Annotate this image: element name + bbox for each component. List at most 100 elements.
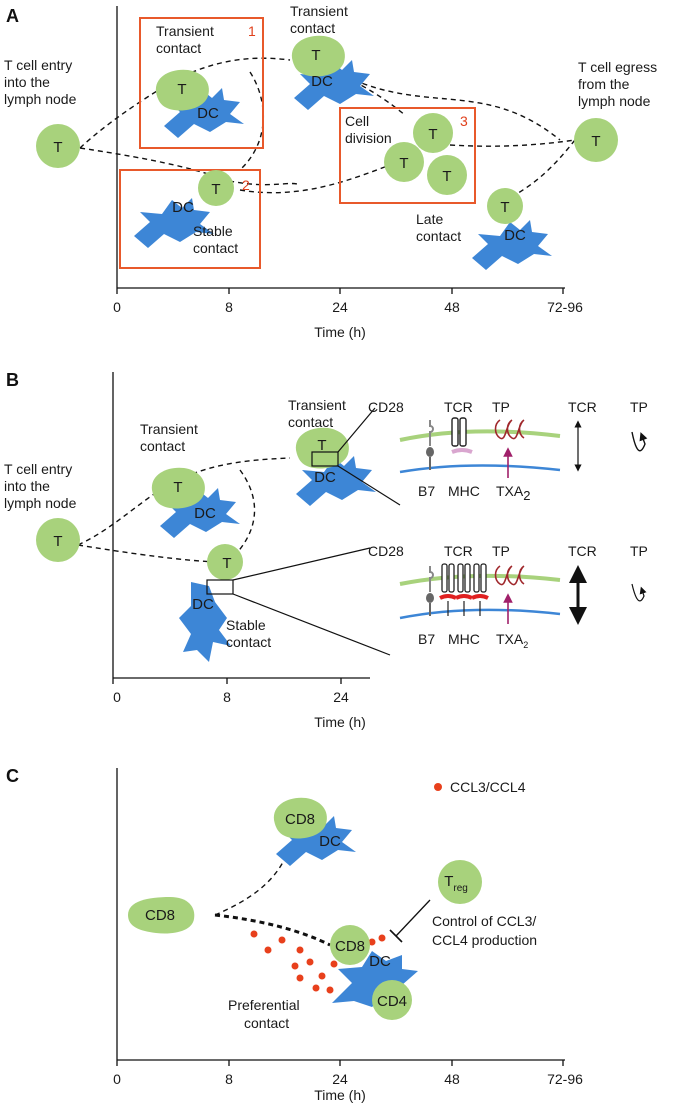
tcr-label: TCR bbox=[444, 543, 473, 559]
t-cell bbox=[427, 155, 467, 195]
t-label: T bbox=[53, 139, 62, 156]
chemokine-dots bbox=[250, 930, 386, 994]
box-2-label: Stable contact bbox=[193, 223, 238, 256]
treg-label: Treg bbox=[444, 873, 468, 894]
box-3-label: Cell division bbox=[345, 113, 392, 146]
mhc-cluster bbox=[439, 594, 489, 616]
transient-top-label: Transient contact bbox=[290, 3, 352, 36]
inhibition-line bbox=[395, 899, 431, 937]
entry-label: T cell entry into the lymph node bbox=[4, 57, 77, 107]
cd28-receptor bbox=[429, 566, 434, 592]
dc-label: DC bbox=[311, 73, 333, 90]
zoom-line bbox=[232, 593, 391, 656]
panel-a: A 0 8 24 48 72-96 Time (h) T cell entry … bbox=[4, 3, 657, 340]
tick-label: 24 bbox=[332, 299, 348, 315]
b7-ligand bbox=[426, 593, 434, 603]
zoom-box-bottom bbox=[206, 579, 234, 595]
legend-tp: TP bbox=[630, 399, 648, 415]
cd28-receptor bbox=[429, 420, 434, 446]
t-label: T bbox=[173, 479, 182, 496]
dc-label: DC bbox=[197, 105, 219, 122]
box-2-stable bbox=[119, 169, 261, 269]
t-label: T bbox=[428, 126, 437, 143]
t-label: T bbox=[591, 133, 600, 150]
dc-membrane bbox=[399, 608, 561, 620]
tick-label: 0 bbox=[113, 1071, 121, 1087]
entry-label: T cell entry into the lymph node bbox=[4, 461, 77, 511]
dc-label: DC bbox=[314, 469, 336, 486]
cd8-cell bbox=[330, 925, 370, 965]
t-cell-entry bbox=[36, 518, 80, 562]
chemokine-legend-label: CCL3/CCL4 bbox=[450, 779, 526, 795]
axis-title: Time (h) bbox=[314, 1087, 366, 1103]
dc-label: DC bbox=[194, 505, 216, 522]
cd8-label: CD8 bbox=[335, 938, 365, 955]
t-label: T bbox=[53, 533, 62, 550]
control-label: Control of CCL3/ CCL4 production bbox=[432, 913, 540, 948]
tick-label: 8 bbox=[225, 299, 233, 315]
synapse-detail-bottom: CD28 TCR TP bbox=[368, 543, 648, 650]
cd28-label: CD28 bbox=[368, 399, 404, 415]
b7-label: B7 bbox=[418, 483, 435, 499]
cd4-label: CD4 bbox=[377, 993, 407, 1010]
dc-label: DC bbox=[369, 953, 391, 970]
zoom-box-top bbox=[311, 451, 339, 467]
mhc-label: MHC bbox=[448, 483, 480, 499]
legend-tcr: TCR bbox=[568, 543, 597, 559]
path-preferential bbox=[214, 913, 331, 947]
t-cell-entry bbox=[36, 124, 80, 168]
synapse-detail-top: CD28 TCR TP B7 MHC TXA2 TCR TP bbox=[368, 399, 648, 503]
dc-membrane bbox=[399, 464, 561, 474]
box-1-transient bbox=[139, 17, 264, 149]
dc-label: DC bbox=[192, 596, 214, 613]
t-cell-membrane bbox=[399, 573, 561, 586]
mhc-molecule bbox=[451, 448, 473, 454]
tick-label: 0 bbox=[113, 689, 121, 705]
path-to-stable bbox=[79, 147, 301, 186]
box-number: 2 bbox=[242, 177, 250, 193]
path-late bbox=[514, 139, 576, 196]
dc-cell bbox=[179, 582, 231, 662]
t-cell bbox=[207, 544, 243, 580]
t-label: T bbox=[177, 81, 186, 98]
tick-label: 0 bbox=[113, 299, 121, 315]
tick-label: 72-96 bbox=[547, 1071, 583, 1087]
tick-label: 24 bbox=[332, 1071, 348, 1087]
path-loop bbox=[241, 71, 265, 169]
tp-signal-arrow-weak bbox=[631, 583, 647, 602]
panel-c-letter: C bbox=[6, 766, 19, 786]
box-number: 3 bbox=[460, 113, 468, 129]
preferential-label: Preferential contact bbox=[228, 997, 303, 1031]
t-cell bbox=[198, 170, 234, 206]
box-number: 1 bbox=[248, 23, 256, 39]
panel-b: B 0 8 24 Time (h) T cell entry into the … bbox=[4, 370, 648, 730]
legend-tcr: TCR bbox=[568, 399, 597, 415]
t-label: T bbox=[222, 555, 231, 572]
t-cell bbox=[487, 188, 523, 224]
panel-b-letter: B bbox=[6, 370, 19, 390]
path-loop bbox=[234, 469, 256, 556]
t-label: T bbox=[317, 437, 326, 454]
cd8-label: CD8 bbox=[145, 907, 175, 924]
tick-label: 48 bbox=[444, 1071, 460, 1087]
zoom-line bbox=[337, 465, 401, 506]
t-cell bbox=[413, 113, 453, 153]
panel-c: C 0 8 24 48 72-96 Time (h) CCL3/CCL4 CD8… bbox=[6, 766, 583, 1103]
box-1-label: Transient contact bbox=[156, 23, 218, 56]
transient-top-label: Transient contact bbox=[288, 397, 350, 430]
chemokine-legend-dot bbox=[434, 783, 442, 791]
tcr-label: TCR bbox=[444, 399, 473, 415]
transient-left-label: Transient contact bbox=[140, 421, 202, 454]
dc-label: DC bbox=[319, 833, 341, 850]
cd4-cell bbox=[372, 980, 412, 1020]
late-label: Late contact bbox=[416, 211, 461, 244]
tp-receptor bbox=[494, 565, 525, 586]
t-label: T bbox=[211, 181, 220, 198]
cd28-label: CD28 bbox=[368, 543, 404, 559]
cd8-cell bbox=[128, 897, 195, 934]
legend-tp: TP bbox=[630, 543, 648, 559]
txa2-label: TXA2 bbox=[496, 483, 530, 503]
treg-cell bbox=[438, 860, 482, 904]
axis-title: Time (h) bbox=[314, 324, 366, 340]
